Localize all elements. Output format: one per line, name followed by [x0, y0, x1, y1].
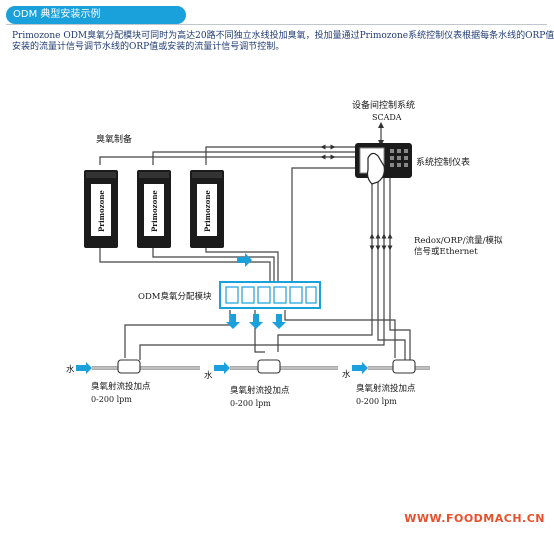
header-divider: [6, 24, 547, 25]
water-label: 水: [342, 369, 351, 380]
water-label: 水: [66, 364, 75, 375]
hand-touch-controller-icon: [355, 143, 412, 185]
header-banner: [6, 6, 186, 24]
generators-label: 臭氧制备: [96, 133, 132, 145]
flow-arrow-icon: [237, 253, 252, 267]
intro-text: Primozone ODM臭氧分配模块可同时为高达20路不同独立水线投加臭氧，投…: [12, 31, 554, 53]
ozone-generators: Primozone Primozone Primozone: [84, 170, 224, 248]
dosing-point-range: 0-200 lpm: [91, 395, 132, 404]
dosing-point: [230, 359, 338, 374]
piping: [99, 122, 411, 360]
flow-arrow-icon: [226, 314, 286, 329]
signal-label-2: 信号或Ethernet: [414, 246, 478, 257]
dosing-point: [92, 359, 200, 374]
water-label: 水: [204, 370, 213, 381]
dosing-point: [368, 359, 430, 374]
signal-label: Redox/ORP/流量/模拟: [414, 235, 503, 246]
page-title: ODM 典型安装示例: [13, 9, 101, 20]
controller-label: 系统控制仪表: [416, 156, 470, 168]
odm-module: [219, 281, 321, 309]
odm-label: ODM臭氧分配模块: [138, 291, 212, 302]
intro-line-1: Primozone ODM臭氧分配模块可同时为高达20路不同独立水线投加臭氧，投…: [12, 31, 554, 41]
generator-brand: Primozone: [150, 190, 159, 232]
dosing-point-name: 臭氧射流投加点: [91, 381, 151, 392]
scada-label: 设备间控制系统: [352, 99, 415, 111]
intro-line-2: 安装的流量计信号调节水线的ORP值或安装的流量计信号调节控制。: [12, 42, 285, 52]
dosing-point-name: 臭氧射流投加点: [230, 385, 290, 396]
generator-unit: Primozone: [190, 170, 224, 248]
flow-arrow-icon: [76, 362, 368, 374]
generator-brand: Primozone: [203, 190, 212, 232]
dosing-point-range: 0-200 lpm: [356, 397, 397, 406]
dosing-point-name: 臭氧射流投加点: [356, 383, 416, 394]
signal-arrows: [320, 144, 393, 251]
generator-unit: Primozone: [137, 170, 171, 248]
generator-brand: Primozone: [97, 190, 106, 232]
watermark: WWW.FOODMACH.CN: [404, 512, 545, 525]
scada-label-en: SCADA: [372, 113, 402, 122]
generator-unit: Primozone: [84, 170, 118, 248]
dosing-point-range: 0-200 lpm: [230, 399, 271, 408]
